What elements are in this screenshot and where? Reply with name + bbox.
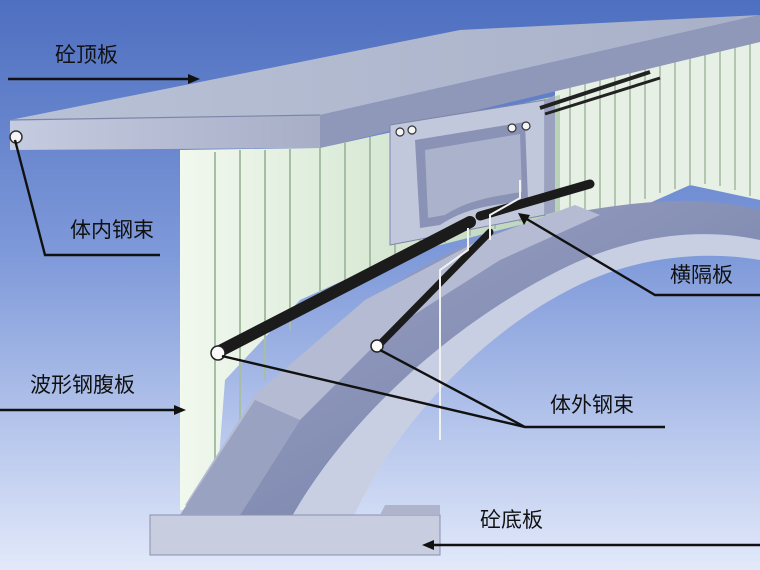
diaphragm-label: 横隔板 (670, 263, 733, 287)
internal-tendon-label: 体内钢束 (70, 218, 154, 242)
top-slab-label: 砼顶板 (55, 43, 118, 67)
bottom-slab-label: 砼底板 (480, 508, 543, 532)
external-tendon-label: 体外钢束 (550, 393, 634, 417)
corrugated-web-label: 波形钢腹板 (30, 373, 135, 397)
